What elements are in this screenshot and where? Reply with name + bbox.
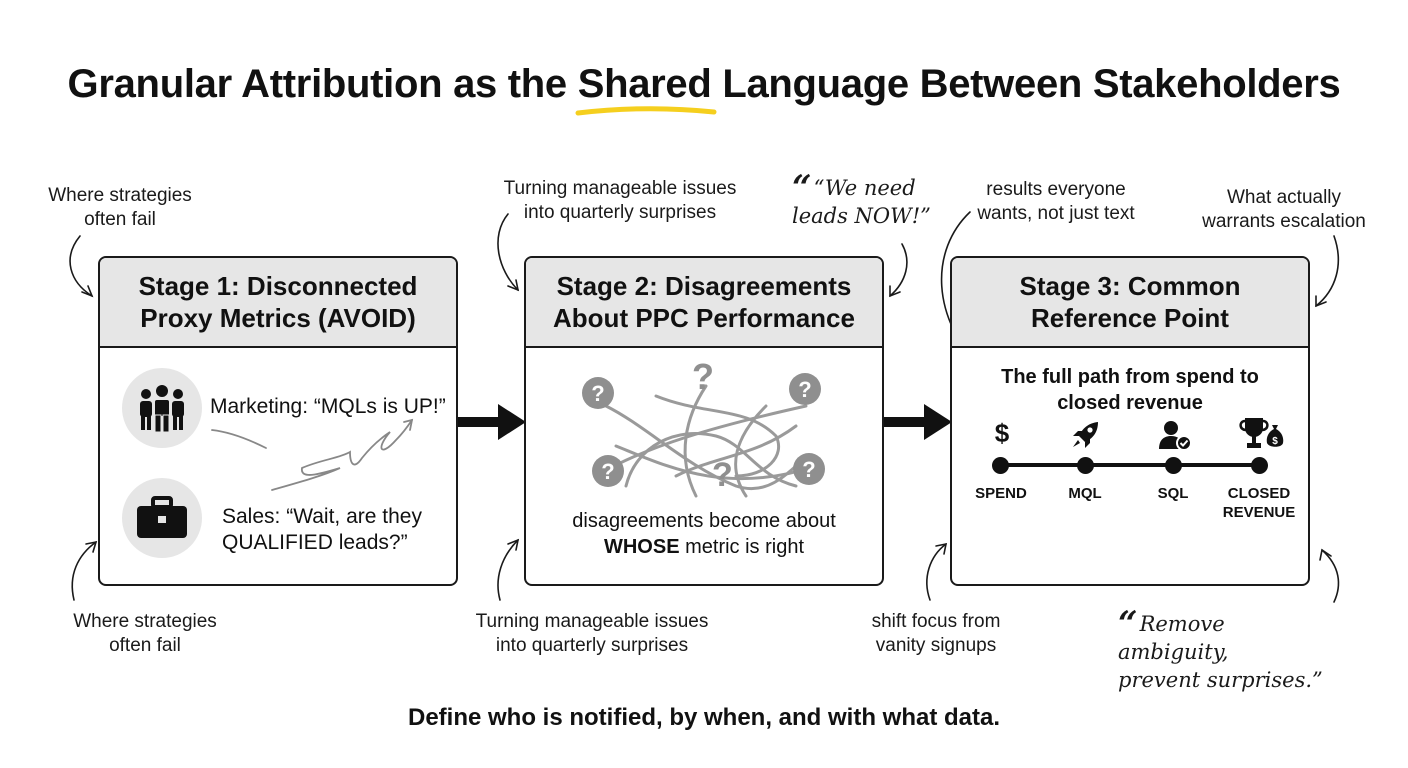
question-circle-icon: ? (788, 372, 822, 411)
svg-text:$: $ (1272, 436, 1278, 447)
quote-top-text: “We need leads NOW!” (792, 176, 931, 228)
yellow-underline-icon (575, 106, 717, 116)
path-node (992, 457, 1009, 474)
arrow-quote-top (889, 243, 908, 297)
svg-text:?: ? (802, 457, 815, 482)
svg-text:?: ? (591, 381, 604, 406)
stage-1-card: Stage 1: Disconnected Proxy Metrics (AVO… (98, 256, 458, 586)
rocket-icon (1073, 422, 1098, 448)
path-title: The full path from spend to closed reven… (1001, 366, 1259, 414)
quote-mark-icon: “ (792, 168, 812, 208)
svg-text:?: ? (601, 459, 614, 484)
stage-1-body: Marketing: “MQLs is UP!” Sales: “Wait, a… (100, 348, 456, 584)
question-mark-large: ? (692, 356, 714, 397)
path-node (1077, 457, 1094, 474)
path-node (1165, 457, 1182, 474)
stage-3-body: The full path from spend to closed reven… (952, 348, 1308, 584)
arrow-right-icon (456, 404, 526, 440)
briefcase-icon (137, 496, 187, 538)
page-title: Granular Attribution as the Shared Langu… (0, 62, 1408, 116)
stage-2-body: ? ? ? ? ? ? disagreements become about W… (526, 348, 882, 584)
note-top-center: Turning manageable issues into quarterly… (503, 178, 737, 223)
arrow-top-left (69, 235, 93, 297)
footer-text: Define who is notified, by when, and wit… (407, 704, 1001, 731)
note-top-right-b: What actually warrants escalation (1202, 187, 1366, 232)
step-label-spend: SPEND (975, 485, 1027, 502)
question-circle-icon: ? (792, 452, 826, 491)
stage-2-caption-line1: disagreements become about (572, 510, 836, 532)
note-bottom-center: Turning manageable issues into quarterly… (475, 611, 709, 656)
quote-bottom: “Remove ambiguity, prevent surprises.” (1118, 607, 1338, 694)
dollar-icon: $ (994, 418, 1010, 448)
marketing-speech: Marketing: “MQLs is UP!” (210, 395, 446, 418)
quote-bottom-text: Remove ambiguity, prevent surprises.” (1118, 612, 1323, 692)
arrow-top-center (497, 213, 519, 291)
user-check-icon (1159, 421, 1192, 451)
step-label-mql: MQL (1068, 485, 1102, 502)
tangled-lines-icon (594, 384, 818, 498)
title-highlight-word: Shared (575, 62, 717, 116)
path-line (1000, 463, 1260, 467)
note-top-right-a: results everyone wants, not just text (977, 179, 1135, 224)
arrow-quote-bottom (1321, 549, 1340, 603)
title-text-before: Granular Attribution as the (67, 62, 578, 106)
trophy-moneybag-icon: $ (1239, 418, 1284, 448)
sales-speech: Sales: “Wait, are they QUALIFIED leads?” (222, 505, 422, 554)
stage-2-caption: disagreements become about WHOSE metric … (526, 508, 882, 560)
arrow-bottom-center (497, 539, 519, 601)
stage-2-caption-strong: WHOSE (603, 536, 680, 558)
step-label-sql: SQL (1157, 485, 1189, 502)
briefcase-avatar (122, 478, 202, 558)
note-bottom-left: Where strategies often fail (73, 611, 217, 656)
stage-2-caption-line2: WHOSE metric is right (526, 534, 882, 560)
arrow-top-right-b (1315, 235, 1340, 307)
path-node (1251, 457, 1268, 474)
question-circle-icon: ? (581, 376, 615, 415)
title-highlight-text: Shared (577, 62, 712, 106)
stage-2-caption-rest: metric is right (679, 536, 805, 558)
scribble-growth-icon (211, 418, 414, 491)
title-text-after: Language Between Stakeholders (711, 62, 1341, 106)
team-avatar (122, 368, 202, 448)
step-label-closed-revenue: CLOSED REVENUE (1222, 485, 1296, 521)
arrow-bottom-right (926, 543, 947, 601)
svg-text:?: ? (798, 377, 811, 402)
question-circle-icon: ? (591, 454, 625, 493)
quote-mark-icon: “ (1118, 604, 1138, 644)
note-bottom-right: shift focus from vanity signups (871, 611, 1001, 656)
team-icon (140, 385, 184, 433)
question-mark-small: ? (712, 456, 733, 494)
stage-3-title: Stage 3: Common Reference Point (952, 258, 1308, 348)
note-top-left: Where strategies often fail (48, 185, 192, 230)
quote-top: ““We need leads NOW!” (792, 171, 932, 230)
arrow-bottom-left (71, 541, 97, 601)
arrow-right-icon (882, 404, 952, 440)
stage-1-title: Stage 1: Disconnected Proxy Metrics (AVO… (100, 258, 456, 348)
stage-2-card: Stage 2: Disagreements About PPC Perform… (524, 256, 884, 586)
stage-2-title: Stage 2: Disagreements About PPC Perform… (526, 258, 882, 348)
stage-3-card: Stage 3: Common Reference Point The full… (950, 256, 1310, 586)
